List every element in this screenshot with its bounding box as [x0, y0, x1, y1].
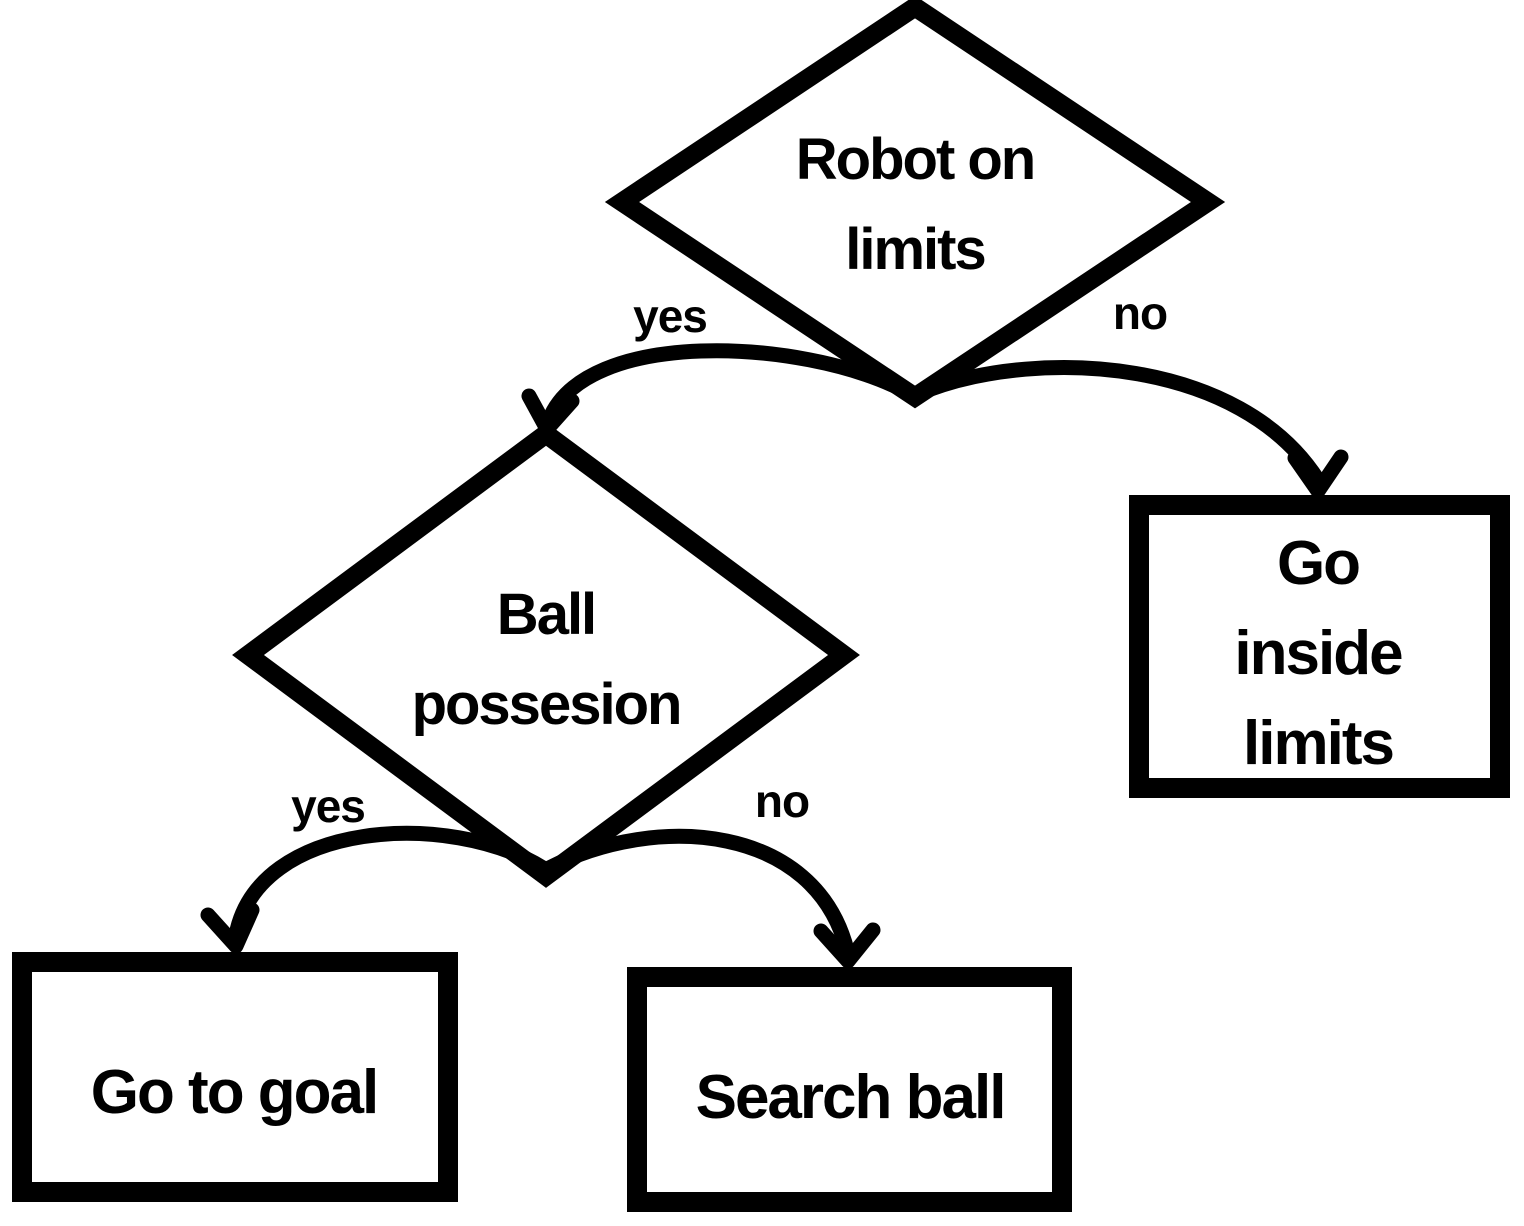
edge-robot-on-limits-no-path — [920, 360, 1326, 488]
edge-ball-possesion-no-arrowhead-icon — [813, 922, 881, 969]
decision-ball-possesion-shape — [232, 422, 860, 888]
edge-robot-on-limits-yes-label: yes — [633, 290, 708, 342]
edge-robot-on-limits-yes-arrowhead-icon — [521, 388, 580, 437]
process-search-ball-shape — [627, 967, 1072, 1212]
decision-robot-on-limits-shape — [604, 0, 1226, 409]
decision-ball-possesion-label: Ball possesion — [411, 582, 683, 737]
process-search-ball-label: Search ball — [695, 1063, 1007, 1132]
edge-ball-possesion-yes-path — [228, 825, 551, 943]
edge-ball-possesion-yes-arrowhead-icon — [200, 902, 260, 954]
process-go-to-goal-shape — [12, 952, 458, 1202]
edge-ball-possesion-yes-label: yes — [291, 780, 366, 832]
process-go-to-goal-label: Go to goal — [90, 1058, 380, 1127]
decision-robot-on-limits-label: Robot on limits — [795, 127, 1036, 282]
edge-ball-possesion-no-label: no — [754, 775, 810, 827]
edge-robot-on-limits-no-label: no — [1112, 287, 1168, 339]
process-go-inside-limits-shape — [1129, 495, 1510, 798]
edge-robot-on-limits-no-arrowhead-icon — [1287, 449, 1349, 499]
edge-robot-on-limits-yes-path — [541, 343, 911, 428]
edge-ball-possesion-no-path — [541, 828, 855, 958]
process-go-inside-limits-label: Go inside limits — [1234, 529, 1403, 778]
